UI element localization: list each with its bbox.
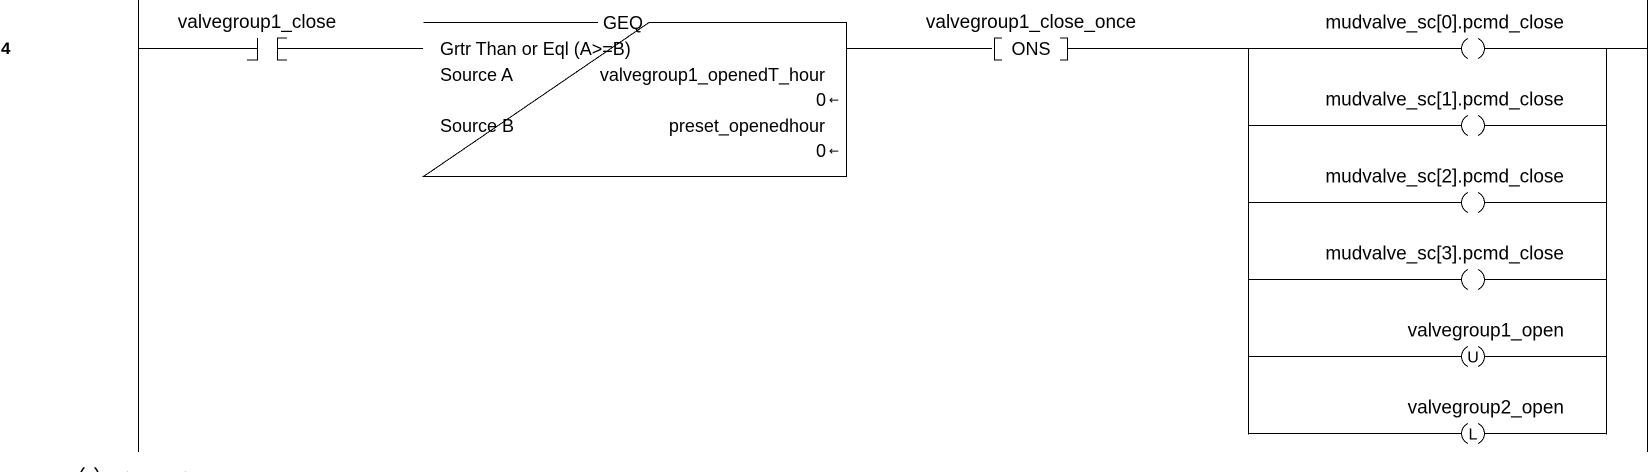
coil-3[interactable]: mudvalve_sc[3].pcmd_close [1248,244,1607,290]
coil-2[interactable]: mudvalve_sc[2].pcmd_close [1248,167,1607,213]
coil-0[interactable]: mudvalve_sc[0].pcmd_close [1248,13,1607,59]
source-a-label: Source A [440,65,513,85]
coil-symbol [1461,115,1485,136]
coil-1[interactable]: mudvalve_sc[1].pcmd_close [1248,90,1607,136]
coil-list: mudvalve_sc[0].pcmd_close mudvalve_sc[1].… [1248,13,1607,444]
coil-symbol [1461,269,1485,290]
coil-symbol [1461,346,1485,367]
source-a-tag: valvegroup1_openedT_hour [600,65,825,86]
coil-tag: mudvalve_sc[0].pcmd_close [1325,13,1564,34]
geq-title: GEQ [603,13,643,33]
ons-tag: valvegroup1_close_once [926,12,1136,33]
source-b-label: Source B [440,116,514,136]
coil-symbol [1461,192,1485,213]
rung-number: 4 [1,39,11,58]
ons-left-bracket [994,37,1002,61]
source-b-tag: preset_openedhour [669,116,825,137]
source-b-value: 0 [816,141,826,161]
coil-tag: valvegroup1_open [1408,321,1564,342]
coil-type-letter: L [1469,427,1478,444]
output-branch [1248,48,1647,435]
geq-box [421,22,847,177]
coil-type-letter: U [1467,350,1479,367]
geq-description: Grtr Than or Eql (A>=B) [440,39,631,59]
ons-instruction[interactable]: valvegroup1_close_once ONS [926,12,1248,61]
coil-symbol [1461,38,1485,59]
xic-contact[interactable]: valvegroup1_close [139,12,423,61]
coil-tag: valvegroup2_open [1408,398,1564,419]
ons-right-bracket [1060,37,1068,61]
coil-tag: mudvalve_sc[3].pcmd_close [1325,244,1564,265]
ons-label: ONS [1011,39,1050,59]
geq-block[interactable]: GEQ Grtr Than or Eql (A>=B) Source A val… [421,13,847,177]
contact-right-bracket [277,37,287,61]
coil-tag: mudvalve_sc[2].pcmd_close [1325,167,1564,188]
coil-symbol [1461,423,1485,444]
contact-left-bracket [247,38,258,61]
source-a-arrow: ← [829,93,839,107]
source-b-arrow: ← [829,144,839,158]
source-a-value: 0 [816,90,826,110]
coil-tag: mudvalve_sc[1].pcmd_close [1325,90,1564,111]
contact-tag: valvegroup1_close [178,12,336,33]
footer-fragment: （ ） ： ． ： [64,467,202,472]
